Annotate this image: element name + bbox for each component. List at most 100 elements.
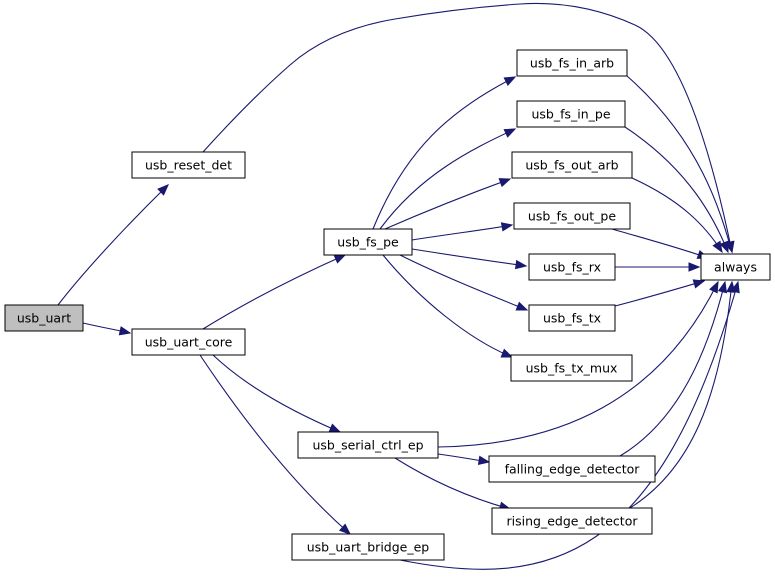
edge-usb_fs_pe-to-usb_fs_out_pe: [411, 222, 514, 241]
node-box: [511, 151, 633, 179]
edge-usb_fs_pe-to-usb_fs_tx: [399, 254, 529, 311]
edge-line: [624, 126, 729, 253]
arrowhead-icon: [503, 76, 517, 86]
edge-line: [631, 177, 723, 253]
edge-usb_fs_pe-to-usb_fs_tx_mux: [382, 254, 514, 358]
arrowhead-icon: [500, 348, 514, 358]
arrowhead-icon: [717, 280, 728, 294]
arrowhead-icon: [515, 301, 529, 311]
node-usb-uart-core[interactable]: usb_uart_core: [131, 328, 246, 356]
edge-usb_fs_in_pe-to-always: [624, 126, 729, 254]
edge-usb_uart_core-to-usb_fs_pe: [202, 254, 347, 330]
nodes-layer: usb_uart usb_reset_det usb_uart_core usb_fs…: [4, 49, 771, 561]
node-label: usb_fs_in_pe: [531, 107, 610, 122]
arrowhead-icon: [118, 326, 132, 336]
node-label: rising_edge_detector: [507, 514, 639, 529]
node-usb-fs-out-arb[interactable]: usb_fs_out_arb: [511, 151, 633, 179]
node-box: [131, 328, 246, 356]
edge-line: [411, 224, 513, 241]
node-label: always: [714, 260, 757, 275]
node-label: usb_fs_rx: [543, 260, 601, 275]
edge-usb_fs_rx-to-always: [614, 262, 701, 272]
edge-usb_uart-to-usb_reset_det: [57, 184, 169, 306]
edge-usb_reset_det-to-always: [202, 2, 735, 254]
edge-usb_serial_ctrl_ep-to-always: [437, 280, 719, 448]
node-usb-fs-in-pe[interactable]: usb_fs_in_pe: [516, 100, 626, 128]
edge-usb_fs_pe-to-usb_fs_out_arb: [384, 178, 512, 230]
node-rising-edge-detector[interactable]: rising_edge_detector: [491, 507, 653, 535]
node-box: [491, 507, 653, 535]
node-box: [528, 253, 616, 281]
arrowhead-icon: [333, 254, 347, 264]
edge-line: [437, 281, 719, 448]
edge-falling_edge_detector-to-always: [619, 280, 728, 457]
node-box: [516, 49, 628, 77]
node-label: usb_fs_pe: [337, 235, 399, 250]
arrowhead-icon: [709, 280, 719, 294]
edge-line: [394, 457, 511, 510]
node-label: usb_serial_ctrl_ep: [312, 438, 423, 453]
node-usb-fs-in-arb[interactable]: usb_fs_in_arb: [516, 49, 628, 77]
node-usb-uart[interactable]: usb_uart: [4, 304, 84, 332]
node-label: falling_edge_detector: [505, 462, 641, 477]
edges-layer: [57, 2, 740, 570]
edge-line: [199, 354, 351, 535]
node-usb-uart-bridge-ep[interactable]: usb_uart_bridge_ep: [291, 533, 445, 561]
edge-usb_uart_bridge_ep-to-always: [399, 280, 740, 570]
node-usb-fs-out-pe[interactable]: usb_fs_out_pe: [513, 202, 631, 230]
edge-line: [57, 184, 169, 306]
arrowhead-icon: [498, 178, 512, 188]
edge-usb_fs_pe-to-usb_fs_in_arb: [372, 76, 517, 230]
node-usb-fs-pe[interactable]: usb_fs_pe: [323, 228, 413, 256]
node-label: usb_uart_bridge_ep: [307, 540, 430, 555]
arrowhead-icon: [692, 279, 706, 289]
arrowhead-icon: [719, 240, 729, 254]
arrowhead-icon: [503, 128, 517, 138]
edge-usb_fs_tx-to-always: [614, 279, 706, 307]
node-usb-fs-tx-mux[interactable]: usb_fs_tx_mux: [510, 354, 633, 382]
edge-usb_fs_in_arb-to-always: [626, 75, 734, 254]
edge-usb_uart-to-usb_uart_core: [82, 322, 132, 336]
edge-line: [202, 2, 733, 253]
arrowhead-icon: [730, 280, 740, 294]
node-label: usb_fs_tx: [543, 311, 601, 326]
node-box: [297, 431, 439, 459]
node-always[interactable]: always: [700, 253, 771, 281]
node-box: [291, 533, 445, 561]
node-usb-fs-rx[interactable]: usb_fs_rx: [528, 253, 616, 281]
edge-line: [212, 354, 341, 433]
edge-line: [619, 281, 726, 457]
node-box: [488, 455, 656, 483]
node-label: usb_fs_in_arb: [530, 56, 614, 71]
node-box: [528, 304, 616, 332]
arrowhead-icon: [157, 184, 169, 196]
node-box: [131, 151, 246, 179]
node-label: usb_fs_out_pe: [528, 209, 616, 224]
node-box: [4, 304, 84, 332]
edge-usb_uart_core-to-usb_serial_ctrl_ep: [212, 354, 342, 433]
edge-line: [382, 254, 513, 358]
arrowhead-icon: [514, 259, 528, 270]
edge-usb_fs_out_arb-to-always: [631, 177, 723, 254]
arrowhead-icon: [328, 423, 342, 433]
edge-line: [202, 254, 346, 330]
node-usb-serial-ctrl-ep[interactable]: usb_serial_ctrl_ep: [297, 431, 439, 459]
node-box: [510, 354, 633, 382]
node-box: [700, 253, 771, 281]
edge-line: [384, 178, 511, 230]
edge-line: [379, 128, 516, 230]
node-falling-edge-detector[interactable]: falling_edge_detector: [488, 455, 656, 483]
node-label: usb_reset_det: [145, 158, 232, 173]
arrowhead-icon: [500, 222, 514, 232]
edge-usb_fs_pe-to-usb_fs_in_pe: [379, 128, 517, 230]
node-usb-reset-det[interactable]: usb_reset_det: [131, 151, 246, 179]
edge-line: [626, 75, 733, 253]
arrowhead-icon: [688, 262, 701, 272]
edge-line: [399, 254, 528, 311]
node-label: usb_fs_tx_mux: [526, 361, 618, 376]
node-usb-fs-tx[interactable]: usb_fs_tx: [528, 304, 616, 332]
edge-usb_fs_pe-to-usb_fs_rx: [411, 248, 528, 270]
edge-usb_fs_out_pe-to-always: [611, 228, 710, 259]
node-label: usb_uart: [17, 311, 71, 326]
